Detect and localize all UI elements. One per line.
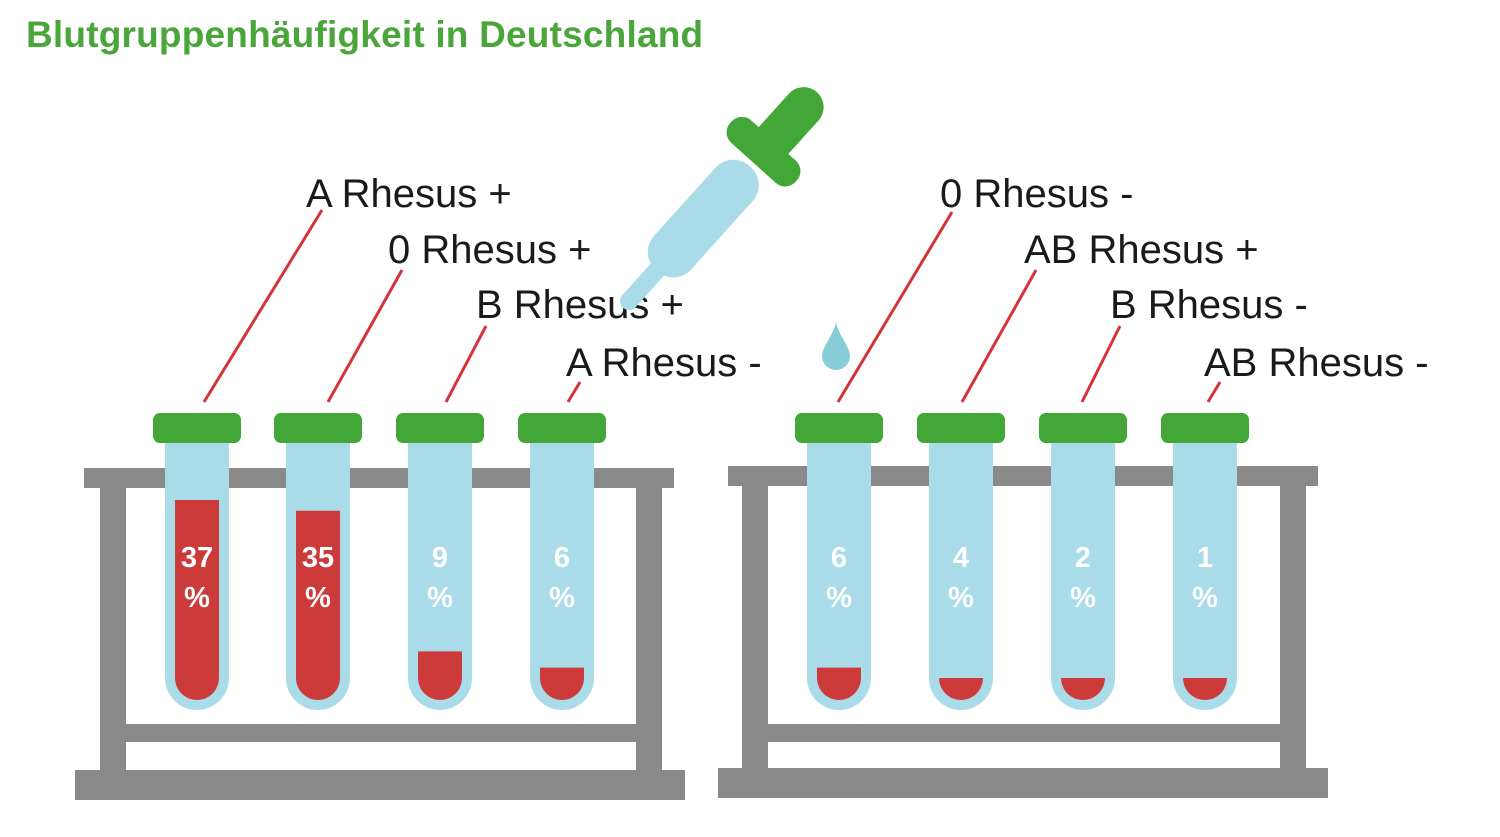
rack-back-layer bbox=[84, 466, 1318, 798]
tube-cap bbox=[396, 413, 484, 443]
blood-bar bbox=[540, 667, 584, 700]
test-tube-icon: 1% bbox=[1161, 413, 1249, 710]
rack-top-shelf bbox=[728, 466, 1318, 486]
test-tube-icon: 4% bbox=[917, 413, 1005, 710]
blood-bar bbox=[817, 667, 861, 700]
leader-line bbox=[960, 269, 1038, 403]
category-label: 0 Rhesus + bbox=[388, 228, 591, 272]
tube-cap bbox=[795, 413, 883, 443]
value-label: 37 bbox=[181, 542, 213, 574]
test-tube-icon: 35% bbox=[274, 413, 362, 710]
percent-sign: % bbox=[1070, 582, 1096, 614]
tube-cap bbox=[1161, 413, 1249, 443]
leader-lines bbox=[202, 209, 1222, 403]
pipette-tube bbox=[647, 159, 759, 278]
value-label: 1 bbox=[1197, 542, 1213, 574]
rack-front-layer bbox=[75, 724, 1328, 800]
category-label: AB Rhesus - bbox=[1204, 341, 1429, 385]
rack-bottom-bar bbox=[100, 724, 662, 742]
blood-bar bbox=[1183, 678, 1227, 700]
tube-glass bbox=[1173, 440, 1237, 710]
pipette-tip bbox=[619, 260, 667, 311]
rack-leg bbox=[636, 468, 662, 798]
tube-cap bbox=[153, 413, 241, 443]
blood-bar bbox=[296, 510, 340, 700]
percent-sign: % bbox=[427, 582, 453, 614]
percent-sign: % bbox=[1192, 582, 1218, 614]
tube-cap bbox=[274, 413, 362, 443]
tube-glass bbox=[929, 440, 993, 710]
leader-line bbox=[326, 269, 404, 403]
value-label: 4 bbox=[953, 542, 969, 574]
test-tube-icon: 2% bbox=[1039, 413, 1127, 710]
blood-bar bbox=[939, 678, 983, 700]
leader-line bbox=[444, 325, 488, 403]
value-label: 6 bbox=[831, 542, 847, 574]
tube-cap bbox=[518, 413, 606, 443]
tube-cap bbox=[1039, 413, 1127, 443]
percent-sign: % bbox=[948, 582, 974, 614]
rack-leg bbox=[1280, 466, 1306, 796]
tube-glass bbox=[1051, 440, 1115, 710]
tube-glass bbox=[807, 440, 871, 710]
percent-sign: % bbox=[549, 582, 575, 614]
value-label: 6 bbox=[554, 542, 570, 574]
leader-line bbox=[566, 381, 582, 403]
value-label: 35 bbox=[302, 542, 334, 574]
rack-leg bbox=[742, 466, 768, 796]
rack-base bbox=[718, 768, 1328, 798]
category-label: A Rhesus + bbox=[306, 172, 512, 216]
blood-bar bbox=[175, 500, 219, 700]
percent-sign: % bbox=[184, 582, 210, 614]
category-labels: A Rhesus + 0 Rhesus + B Rhesus + A Rhesus -… bbox=[306, 172, 1429, 385]
category-label: A Rhesus - bbox=[566, 341, 762, 385]
leader-line bbox=[836, 211, 954, 403]
category-label: 0 Rhesus - bbox=[940, 172, 1133, 216]
rack-leg bbox=[100, 468, 126, 798]
tube-glass bbox=[530, 440, 594, 710]
category-label: B Rhesus + bbox=[476, 283, 684, 327]
pipette-bulb bbox=[753, 87, 824, 161]
tubes-layer: 37%35%9%6%6%4%2%1% bbox=[153, 413, 1249, 710]
pipette-body bbox=[619, 87, 824, 311]
value-label: 9 bbox=[432, 542, 448, 574]
leader-line bbox=[202, 209, 324, 403]
test-tube-icon: 6% bbox=[518, 413, 606, 710]
category-label: AB Rhesus + bbox=[1024, 228, 1259, 272]
blood-bar bbox=[1061, 678, 1105, 700]
percent-sign: % bbox=[305, 582, 331, 614]
rack-top-shelf bbox=[84, 468, 674, 488]
test-tube-icon: 6% bbox=[795, 413, 883, 710]
rack-bottom-bar bbox=[742, 724, 1306, 742]
tube-glass bbox=[408, 440, 472, 710]
test-tube-icon: 9% bbox=[396, 413, 484, 710]
blood-drop-icon bbox=[822, 320, 850, 370]
blood-bar bbox=[418, 651, 462, 700]
tube-cap bbox=[917, 413, 1005, 443]
pipette-icon bbox=[619, 87, 850, 370]
test-tube-icon: 37% bbox=[153, 413, 241, 710]
leader-line bbox=[1206, 381, 1222, 403]
rack-base bbox=[75, 770, 685, 800]
value-label: 2 bbox=[1075, 542, 1091, 574]
chart-title: Blutgruppenhäufigkeit in Deutschland bbox=[26, 14, 704, 55]
percent-sign: % bbox=[826, 582, 852, 614]
category-label: B Rhesus - bbox=[1110, 283, 1308, 327]
leader-line bbox=[1080, 325, 1122, 403]
